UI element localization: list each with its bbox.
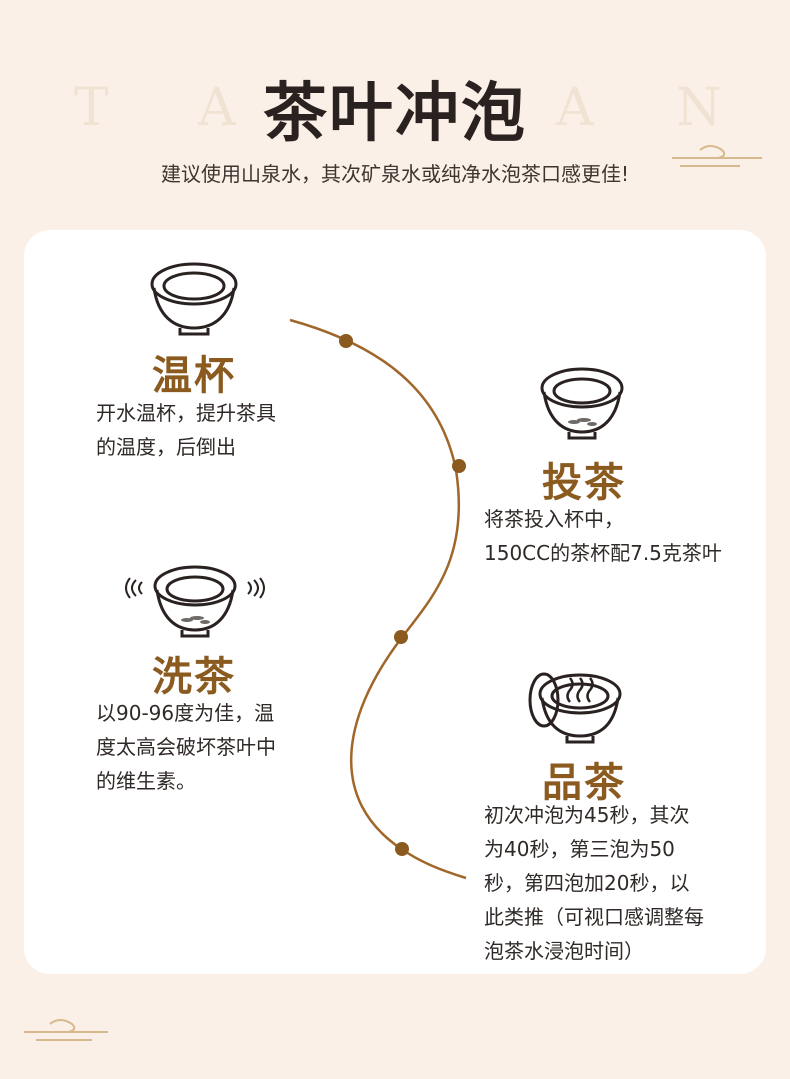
- desc-line: 的维生素。: [96, 769, 196, 793]
- page-title: 茶叶冲泡: [263, 76, 527, 151]
- step-desc-add-tea: 将茶投入杯中， 150CC的茶杯配7.5克茶叶: [484, 502, 722, 570]
- cup-shaking-icon: [125, 565, 265, 638]
- desc-line: 初次冲泡为45秒，其次: [484, 803, 690, 827]
- watermark-letter-4: N: [676, 78, 722, 138]
- cup-leaves-icon: [540, 367, 624, 440]
- desc-line: 150CC的茶杯配7.5克茶叶: [484, 541, 722, 565]
- desc-line: 度太高会破坏茶叶中: [96, 735, 276, 759]
- watermark-letter-3: A: [556, 78, 594, 138]
- step-desc-taste-tea: 初次冲泡为45秒，其次 为40秒，第三泡为50 秒，第四泡加20秒，以 此类推（…: [484, 798, 704, 968]
- desc-line: 的温度，后倒出: [96, 435, 236, 459]
- desc-line: 泡茶水浸泡时间）: [484, 939, 644, 963]
- desc-line: 以90-96度为佳，温: [96, 701, 275, 725]
- timeline-dot-4: [395, 842, 409, 856]
- desc-line: 为40秒，第三泡为50: [484, 837, 675, 861]
- step-title-add-tea: 投茶: [542, 459, 626, 506]
- step-title-taste-tea: 品茶: [542, 759, 626, 806]
- steps-card: [24, 230, 766, 974]
- step-desc-warm-cup: 开水温杯，提升茶具 的温度，后倒出: [96, 396, 276, 464]
- desc-line: 开水温杯，提升茶具: [96, 401, 276, 425]
- cup-icon: [150, 262, 238, 336]
- step-desc-rinse-tea: 以90-96度为佳，温 度太高会破坏茶叶中 的维生素。: [96, 696, 276, 798]
- desc-line: 秒，第四泡加20秒，以: [484, 871, 690, 895]
- watermark-letter-1: T: [74, 78, 109, 138]
- step-title-warm-cup: 温杯: [152, 352, 236, 399]
- desc-line: 此类推（可视口感调整每: [484, 905, 704, 929]
- watermark-letter-2: A: [198, 78, 236, 138]
- timeline-dot-1: [339, 334, 353, 348]
- timeline-dot-2: [452, 459, 466, 473]
- timeline-dot-3: [394, 630, 408, 644]
- step-title-rinse-tea: 洗茶: [152, 653, 236, 700]
- page-subtitle: 建议使用山泉水，其次矿泉水或纯净水泡茶口感更佳!: [160, 162, 630, 186]
- desc-line: 将茶投入杯中，: [484, 507, 624, 531]
- cup-steam-icon: [528, 672, 622, 744]
